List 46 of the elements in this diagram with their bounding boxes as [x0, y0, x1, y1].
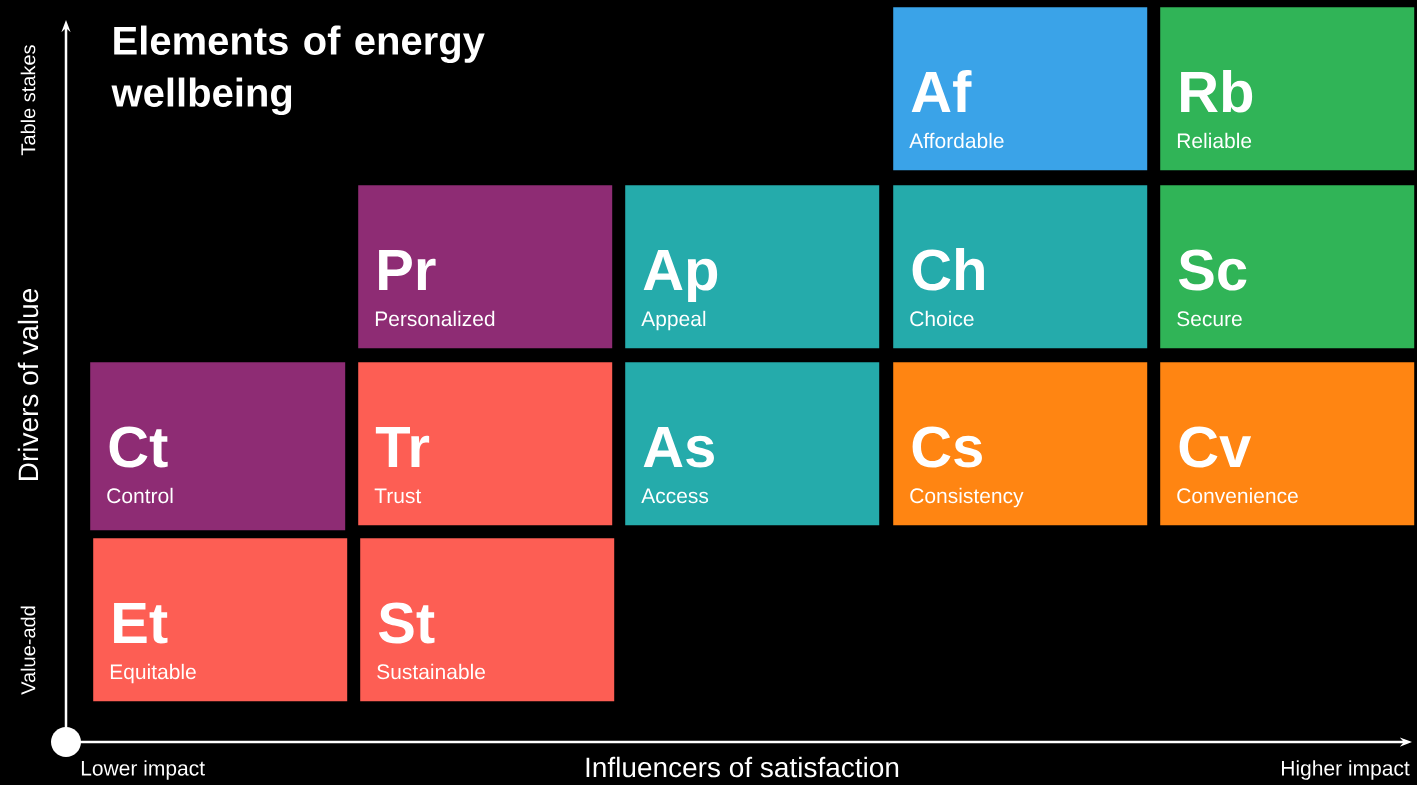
element-tile: [360, 538, 615, 702]
axis-label: Table stakes: [20, 45, 36, 156]
element-symbol: Et: [114, 603, 168, 644]
element-tile: [1160, 362, 1415, 526]
element-symbol: Pr: [379, 250, 436, 290]
axis-label: Lower impact: [81, 760, 205, 780]
title: Elements of energy wellbeing: [111, 25, 485, 115]
element-tile: [90, 362, 346, 531]
element-symbol: Rb: [1181, 69, 1253, 113]
element-tile: [358, 185, 613, 349]
element-symbol: Ch: [912, 247, 984, 291]
element-tile: [893, 362, 1148, 526]
element-name: Reliable: [1177, 132, 1252, 149]
element-tile: [893, 7, 1148, 171]
element-name: Control: [107, 487, 173, 504]
element-symbol: Ct: [109, 426, 168, 468]
element-name: Affordable: [909, 132, 1004, 149]
element-name: Equitable: [110, 663, 196, 684]
element-symbol: St: [378, 602, 435, 644]
element-name: Access: [641, 488, 709, 504]
element-name: Secure: [1177, 311, 1242, 327]
element-tile: [358, 362, 613, 526]
element-tile: [1160, 185, 1415, 349]
element-tile: [1160, 7, 1415, 171]
element-symbol: Cv: [1179, 426, 1252, 468]
element-symbol: Sc: [1178, 249, 1247, 291]
element-name: Personalized: [375, 310, 495, 327]
element-name: Convenience: [1177, 487, 1298, 504]
element-symbol: Ap: [643, 250, 718, 303]
element-name: Trust: [374, 488, 422, 504]
element-symbol: Tr: [375, 427, 430, 467]
element-tile: [625, 362, 880, 526]
axis-title: Drivers of value: [17, 289, 39, 480]
axis-label: Value-add: [20, 606, 36, 695]
element-tile: [893, 185, 1148, 349]
axis-title: Influencers of satisfaction: [586, 756, 899, 778]
element-tile: [93, 538, 348, 702]
element-name: Sustainable: [377, 663, 485, 680]
element-name: Appeal: [641, 310, 706, 331]
element-symbol: Cs: [912, 426, 982, 468]
element-tile: [625, 185, 880, 349]
element-symbol: Af: [911, 69, 972, 112]
axis-label: Higher impact: [1282, 760, 1410, 780]
element-name: Consistency: [910, 487, 1024, 508]
element-symbol: As: [643, 427, 714, 468]
element-name: Choice: [910, 310, 974, 327]
